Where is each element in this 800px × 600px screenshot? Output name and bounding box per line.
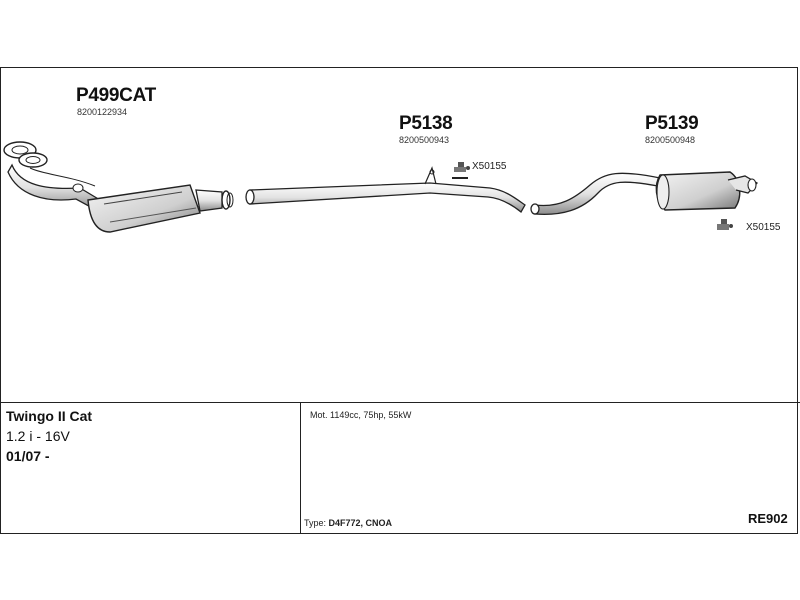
kit-code: X50155 — [746, 222, 781, 233]
kit-code: X50155 — [472, 161, 507, 172]
part-code-p499cat: P499CAT — [76, 85, 156, 106]
type-value: D4F772, CNOA — [328, 518, 393, 528]
diagram-frame — [0, 67, 798, 534]
vehicle-model: Twingo II Cat — [6, 408, 93, 424]
table-column-divider — [300, 402, 301, 534]
oem-number-p5139: 8200500948 — [645, 135, 696, 145]
catalytic-converter-part[interactable] — [3, 141, 234, 233]
type-label: Type: — [304, 518, 329, 528]
part-code-p5138: P5138 — [399, 113, 453, 134]
diagram-code: RE902 — [748, 511, 788, 526]
vehicle-engine: 1.2 i - 16V — [6, 428, 70, 444]
rear-silencer-part[interactable] — [530, 171, 759, 216]
vehicle-date: 01/07 - — [6, 448, 50, 464]
part-code-p5139: P5139 — [645, 113, 699, 134]
motor-spec: Mot. 1149cc, 75hp, 55kW — [310, 410, 412, 420]
table-divider — [0, 402, 800, 403]
mounting-kit-icon — [454, 162, 470, 172]
type-spec: Type: D4F772, CNOA — [304, 518, 392, 529]
oem-number-p5138: 8200500943 — [399, 135, 450, 145]
mounting-kit-icon — [717, 219, 733, 230]
middle-pipe-part[interactable] — [245, 166, 526, 213]
oem-number-p499cat: 8200122934 — [77, 107, 128, 117]
